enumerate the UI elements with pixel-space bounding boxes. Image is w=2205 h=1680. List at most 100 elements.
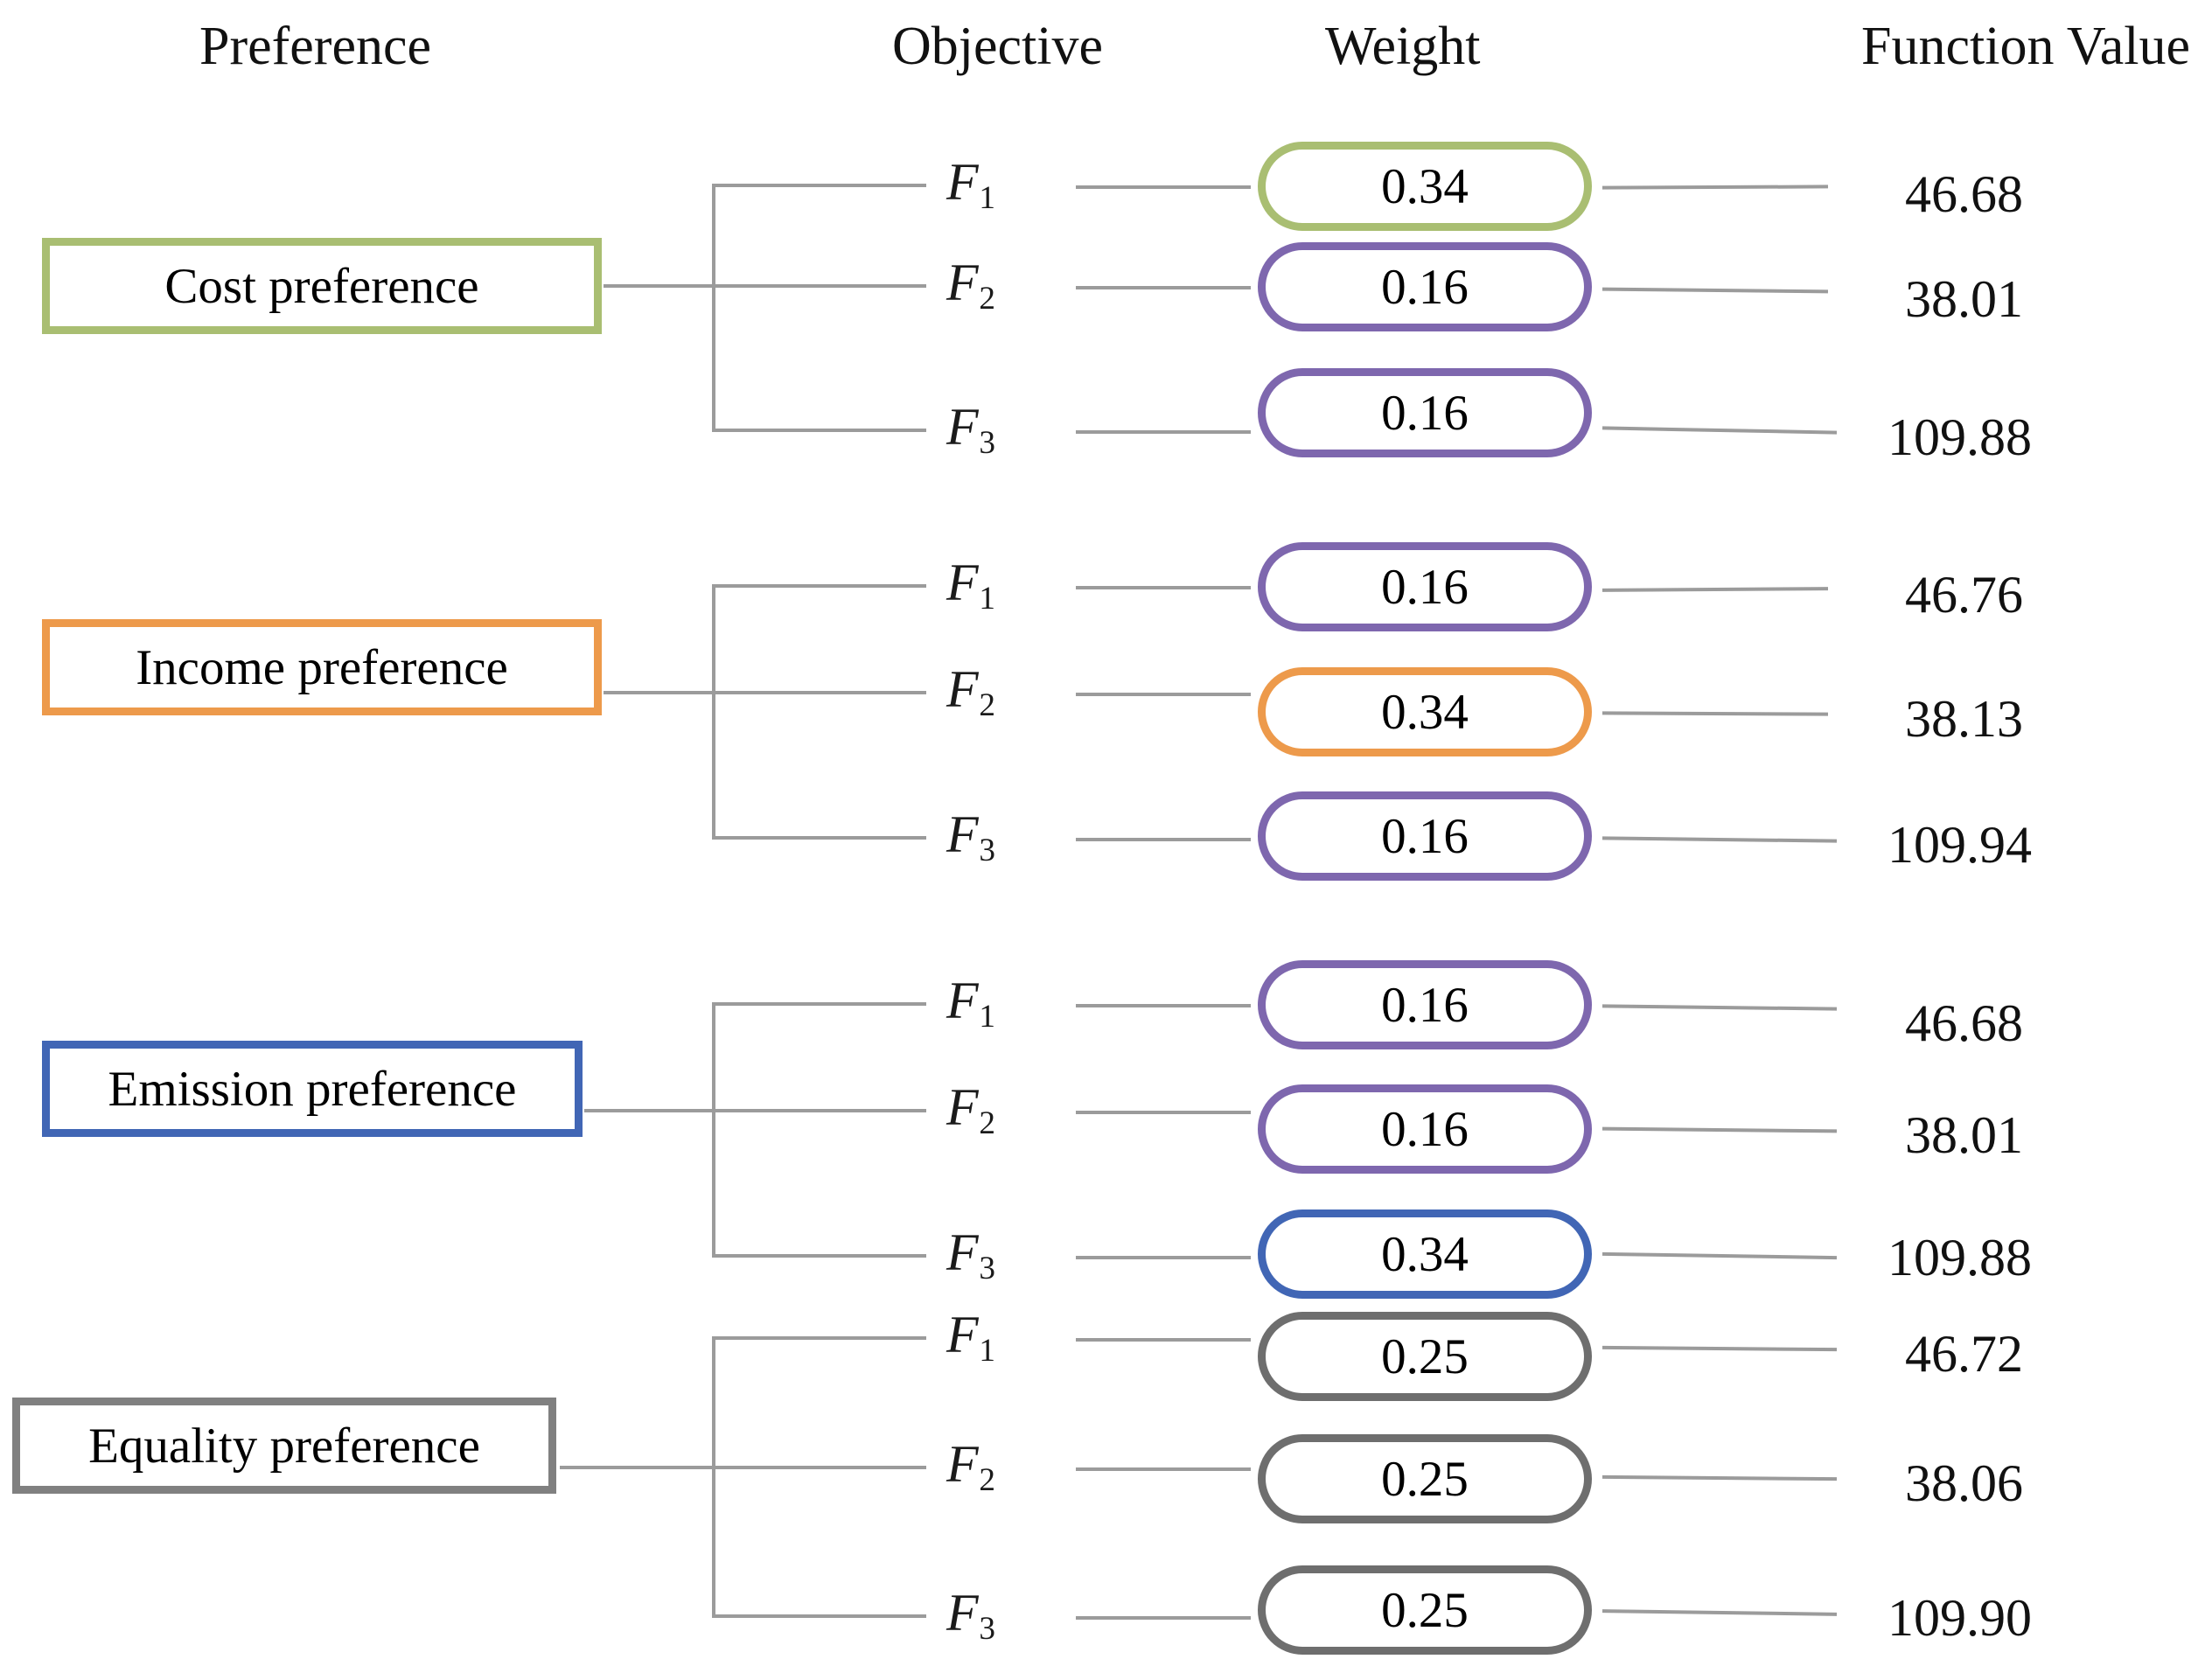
- connector-spine: [712, 1338, 715, 1618]
- connector-objective-to-weight: [1076, 586, 1251, 589]
- function-value: 46.76: [1905, 566, 2023, 624]
- weight-pill[interactable]: 0.16: [1258, 791, 1592, 881]
- connector-objective-to-weight: [1076, 1467, 1251, 1471]
- connector-stub: [560, 1466, 715, 1469]
- weight-value: 0.34: [1381, 1226, 1469, 1282]
- preference-box-emission[interactable]: Emission preference: [42, 1041, 583, 1137]
- preference-label: Emission preference: [108, 1061, 517, 1117]
- weight-value: 0.25: [1381, 1451, 1469, 1507]
- connector-branch: [712, 1466, 926, 1469]
- objective-label-f1: F1: [946, 972, 995, 1035]
- column-header-objective: Objective: [892, 17, 1104, 76]
- objective-label-f2: F2: [946, 1435, 995, 1499]
- function-value: 46.68: [1905, 165, 2023, 223]
- objective-label-f1: F1: [946, 554, 995, 617]
- objective-label-f2: F2: [946, 660, 995, 724]
- connector-branch: [712, 1614, 926, 1618]
- connector-weight-to-value: [1601, 1126, 1838, 1133]
- objective-label-f3: F3: [946, 1584, 995, 1648]
- weight-pill[interactable]: 0.16: [1258, 1084, 1592, 1174]
- connector-weight-to-value: [1601, 587, 1829, 592]
- function-value: 109.88: [1888, 408, 2032, 466]
- column-header-function-value: Function Value: [1861, 17, 2190, 76]
- weight-pill[interactable]: 0.25: [1258, 1434, 1592, 1523]
- connector-objective-to-weight: [1076, 838, 1251, 841]
- preference-label: Cost preference: [164, 258, 479, 314]
- weight-value: 0.16: [1381, 1101, 1469, 1157]
- connector-branch: [712, 836, 926, 840]
- connector-spine: [712, 586, 715, 840]
- objective-label-f3: F3: [946, 1223, 995, 1287]
- objective-label-f3: F3: [946, 398, 995, 462]
- preference-box-cost[interactable]: Cost preference: [42, 238, 602, 334]
- weight-value: 0.25: [1381, 1328, 1469, 1384]
- connector-weight-to-value: [1601, 711, 1829, 716]
- weight-pill[interactable]: 0.16: [1258, 242, 1592, 331]
- weight-value: 0.25: [1381, 1582, 1469, 1638]
- weight-pill[interactable]: 0.34: [1258, 667, 1592, 756]
- connector-branch: [712, 691, 926, 694]
- weight-value: 0.16: [1381, 259, 1469, 315]
- weight-pill[interactable]: 0.25: [1258, 1565, 1592, 1655]
- function-value: 38.01: [1905, 1106, 2023, 1164]
- connector-objective-to-weight: [1076, 1616, 1251, 1620]
- connector-weight-to-value: [1601, 185, 1829, 190]
- weight-pill[interactable]: 0.16: [1258, 368, 1592, 457]
- preference-box-income[interactable]: Income preference: [42, 619, 602, 715]
- connector-objective-to-weight: [1076, 185, 1251, 189]
- preference-label: Equality preference: [88, 1418, 480, 1474]
- weight-pill[interactable]: 0.16: [1258, 542, 1592, 631]
- function-value: 38.13: [1905, 690, 2023, 748]
- connector-stub: [584, 1109, 715, 1112]
- function-value: 38.06: [1905, 1454, 2023, 1512]
- weight-pill[interactable]: 0.25: [1258, 1312, 1592, 1401]
- connector-objective-to-weight: [1076, 1111, 1251, 1114]
- column-header-weight: Weight: [1325, 17, 1481, 76]
- objective-label-f1: F1: [946, 153, 995, 217]
- connector-branch: [712, 284, 926, 288]
- connector-weight-to-value: [1601, 1004, 1838, 1011]
- connector-objective-to-weight: [1076, 430, 1251, 434]
- preference-label: Income preference: [136, 639, 508, 695]
- function-value: 109.94: [1888, 816, 2032, 874]
- weight-value: 0.34: [1381, 684, 1469, 740]
- weight-value: 0.34: [1381, 158, 1469, 214]
- connector-branch: [712, 184, 926, 187]
- connector-branch: [712, 1336, 926, 1340]
- weight-value: 0.16: [1381, 385, 1469, 441]
- objective-label-f2: F2: [946, 254, 995, 317]
- function-value: 109.88: [1888, 1229, 2032, 1286]
- connector-weight-to-value: [1601, 1609, 1838, 1616]
- connector-objective-to-weight: [1076, 1004, 1251, 1007]
- connector-stub: [604, 284, 715, 288]
- function-value: 46.68: [1905, 994, 2023, 1052]
- weight-pill[interactable]: 0.16: [1258, 960, 1592, 1049]
- connector-weight-to-value: [1601, 287, 1829, 294]
- connector-branch: [712, 584, 926, 588]
- preference-box-equality[interactable]: Equality preference: [12, 1398, 556, 1494]
- column-header-preference: Preference: [199, 17, 432, 76]
- connector-stub: [604, 691, 715, 694]
- weight-value: 0.16: [1381, 977, 1469, 1033]
- weight-value: 0.16: [1381, 559, 1469, 615]
- connector-objective-to-weight: [1076, 1338, 1251, 1342]
- connector-weight-to-value: [1601, 1345, 1838, 1352]
- connector-objective-to-weight: [1076, 286, 1251, 289]
- connector-branch: [712, 1254, 926, 1258]
- function-value: 109.90: [1888, 1589, 2032, 1647]
- objective-label-f1: F1: [946, 1306, 995, 1370]
- connector-weight-to-value: [1601, 1474, 1838, 1481]
- objective-label-f2: F2: [946, 1078, 995, 1142]
- connector-branch: [712, 1002, 926, 1006]
- connector-objective-to-weight: [1076, 1256, 1251, 1259]
- function-value: 46.72: [1905, 1325, 2023, 1383]
- function-value: 38.01: [1905, 270, 2023, 328]
- weight-pill[interactable]: 0.34: [1258, 142, 1592, 231]
- connector-weight-to-value: [1601, 1251, 1838, 1260]
- connector-spine: [712, 1004, 715, 1258]
- connector-weight-to-value: [1601, 426, 1838, 435]
- connector-weight-to-value: [1601, 836, 1838, 843]
- connector-branch: [712, 1109, 926, 1112]
- weight-pill[interactable]: 0.34: [1258, 1209, 1592, 1299]
